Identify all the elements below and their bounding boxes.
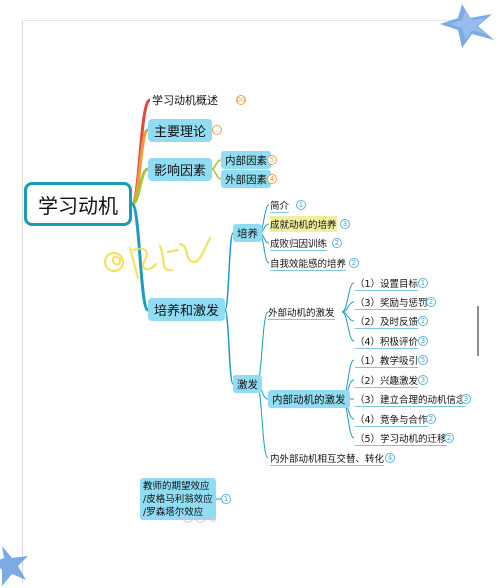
external-item-badge[interactable]: 2: [426, 297, 436, 307]
teacher-effect-badge[interactable]: 1: [221, 494, 231, 504]
cultivate-item-badge[interactable]: 2: [349, 258, 359, 268]
cultivate-item-label: 自我效能感的培养: [270, 258, 347, 270]
internal-item-label: （1）教学吸引: [355, 355, 419, 367]
cultivate-item-badge[interactable]: 3: [340, 219, 350, 229]
external-item-label: （1）设置目标: [355, 278, 419, 290]
cultivate-stimulate-label: 培养和激发: [154, 304, 220, 319]
internal-item[interactable]: （5）学习动机的迁移: [355, 430, 447, 446]
internal-motive-node[interactable]: 内部动机的激发: [268, 390, 350, 408]
cultivate-item[interactable]: 成败归因训练: [270, 235, 328, 251]
teacher-effect-line: 教师的期望效应: [143, 480, 210, 492]
cultivate-item-label: 成败归因训练: [270, 238, 328, 250]
cultivate-item-label: 成就动机的培养: [270, 220, 337, 231]
paper-sheet: [22, 20, 485, 583]
cultivate-stimulate-node[interactable]: 培养和激发: [148, 298, 225, 321]
factor-external-node[interactable]: 外部因素: [221, 170, 271, 188]
overview-badge[interactable]: 00: [236, 95, 246, 105]
cultivate-item-badge[interactable]: 2: [332, 238, 342, 248]
factor-internal-badge[interactable]: 5: [267, 155, 277, 165]
stimulate-node[interactable]: 激发: [233, 375, 262, 393]
internal-item-badge[interactable]: 3: [461, 394, 471, 404]
internal-item[interactable]: （3）建立合理的动机信念: [355, 391, 466, 407]
external-motive-node[interactable]: 外部动机的激发: [268, 304, 335, 320]
external-item-label: （2）及时反馈: [355, 316, 419, 328]
cultivate-item-label: 简介: [270, 200, 290, 212]
external-item[interactable]: （2）及时反馈: [355, 313, 419, 329]
cultivate-item-badge[interactable]: 1: [296, 200, 306, 210]
internal-item-label: （5）学习动机的迁移: [355, 433, 447, 445]
internal-item-badge[interactable]: 2: [444, 433, 454, 443]
internal-item[interactable]: （1）教学吸引: [355, 352, 419, 368]
internal-item-label: （3）建立合理的动机信念: [355, 394, 466, 406]
internal-item-badge[interactable]: 2: [426, 414, 436, 424]
external-item[interactable]: （3）奖励与惩罚: [355, 294, 428, 310]
root-label: 学习动机: [38, 193, 118, 218]
stimulate-label: 激发: [237, 378, 258, 391]
teacher-effect-node[interactable]: 教师的期望效应 /皮格马利翁效应 /罗森塔尔效应: [140, 478, 216, 520]
external-item-badge[interactable]: 2: [418, 316, 428, 326]
factor-internal-node[interactable]: 内部因素: [221, 151, 271, 169]
overview-label: 学习动机概述: [152, 94, 218, 107]
alternate-node[interactable]: 内外部动机相互交替、转化: [270, 450, 385, 466]
internal-item-label: （2）兴趣激发: [355, 375, 419, 387]
cultivate-node[interactable]: 培养: [233, 224, 262, 242]
external-item-badge[interactable]: 1: [418, 278, 428, 288]
internal-motive-label: 内部动机的激发: [272, 393, 346, 406]
root-node[interactable]: 学习动机: [24, 182, 132, 226]
factors-node[interactable]: 影响因素: [148, 158, 213, 181]
factors-label: 影响因素: [154, 164, 207, 179]
alternate-badge[interactable]: 4: [385, 453, 395, 463]
main-theory-badge[interactable]: …: [212, 125, 222, 135]
external-item-label: （4）积极评价: [355, 336, 419, 348]
cultivate-label: 培养: [237, 227, 258, 240]
factor-external-label: 外部因素: [225, 173, 267, 186]
external-item[interactable]: （4）积极评价: [355, 333, 419, 349]
overview-node[interactable]: 学习动机概述: [152, 92, 218, 108]
internal-item[interactable]: （4）竞争与合作: [355, 411, 428, 427]
main-theory-label: 主要理论: [154, 125, 207, 140]
factor-internal-label: 内部因素: [225, 154, 267, 167]
teacher-effect-line: /皮格马利翁效应: [143, 493, 213, 505]
factor-external-badge[interactable]: 4: [267, 174, 277, 184]
internal-item[interactable]: （2）兴趣激发: [355, 372, 419, 388]
external-motive-label: 外部动机的激发: [268, 307, 335, 319]
cultivate-item[interactable]: 自我效能感的培养: [270, 255, 347, 271]
internal-item-badge[interactable]: 3: [418, 375, 428, 385]
cultivate-item[interactable]: 简介: [270, 197, 290, 213]
internal-item-badge[interactable]: 5: [418, 355, 428, 365]
alternate-label: 内外部动机相互交替、转化: [270, 453, 385, 465]
cultivate-item[interactable]: 成就动机的培养: [270, 216, 337, 232]
internal-item-label: （4）竞争与合作: [355, 414, 428, 426]
external-item-badge[interactable]: 3: [418, 336, 428, 346]
teacher-effect-line: /罗森塔尔效应: [143, 506, 204, 518]
external-item-label: （3）奖励与惩罚: [355, 297, 428, 309]
external-item[interactable]: （1）设置目标: [355, 275, 419, 291]
main-theory-node[interactable]: 主要理论: [148, 119, 213, 142]
